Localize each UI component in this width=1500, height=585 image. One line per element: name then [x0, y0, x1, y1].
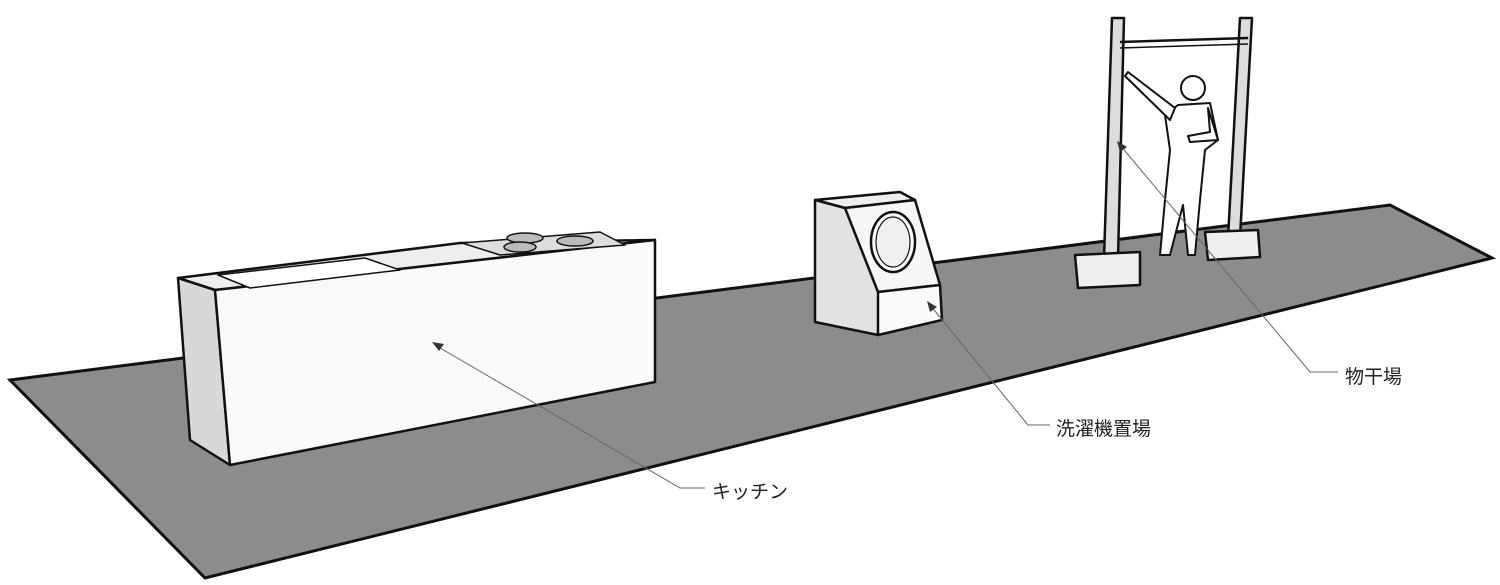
arrow-icon [927, 301, 937, 312]
person-figure [1124, 71, 1219, 256]
burner [503, 241, 537, 253]
leader-lines [434, 144, 1338, 489]
arrow-icon [1117, 141, 1127, 152]
label-washer-space: 洗濯機置場 [1056, 418, 1152, 440]
label-drying-area: 物干場 [1345, 366, 1403, 388]
kitchen-leader [434, 344, 705, 489]
label-kitchen: キッチン [712, 481, 789, 503]
washing-machine [813, 190, 944, 337]
sink [217, 257, 401, 289]
drying-rack [1073, 16, 1262, 290]
kitchen-counter [176, 231, 657, 467]
rack-base [1203, 228, 1262, 262]
rack-base [1073, 250, 1142, 290]
arrow-icon [432, 342, 444, 351]
drying-leader [1119, 144, 1338, 373]
burner [556, 235, 594, 247]
washer-leader [929, 304, 1050, 426]
arrowheads [432, 141, 1127, 351]
